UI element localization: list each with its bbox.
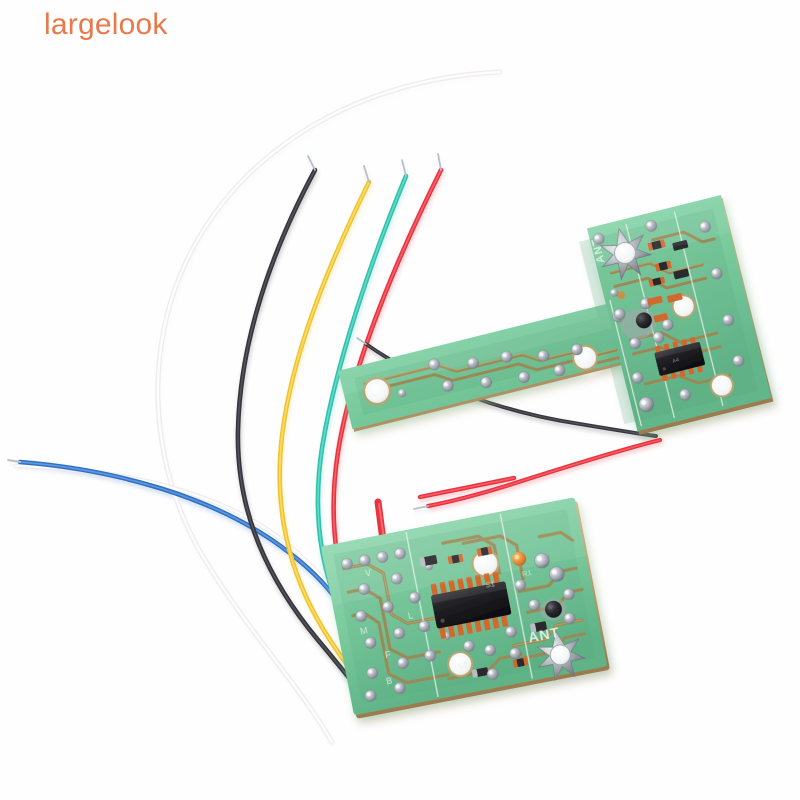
svg-text:L: L bbox=[407, 610, 414, 621]
wire-red-loose bbox=[417, 475, 517, 500]
receiver-antenna-star-pad bbox=[536, 630, 587, 682]
largelook-watermark: largelook bbox=[44, 8, 168, 41]
transmitter-rf-section bbox=[612, 296, 666, 351]
wire-black-tinned-tip bbox=[307, 155, 316, 171]
transmitter-ic-chip: A4 bbox=[654, 336, 706, 382]
receiver-ic-chip bbox=[430, 571, 512, 640]
transmitter-block-pads bbox=[591, 218, 746, 414]
wire-blue-tinned-tip bbox=[7, 459, 21, 463]
receiver-ic-pads bbox=[430, 571, 509, 640]
receiver-board-sheen bbox=[321, 497, 586, 606]
svg-text:M: M bbox=[359, 625, 368, 636]
transmitter-crystal-oscillator bbox=[635, 312, 652, 329]
wire-red-tinned-tip bbox=[437, 153, 442, 171]
svg-text:S1: S1 bbox=[485, 579, 496, 590]
svg-text:B: B bbox=[385, 675, 393, 686]
receiver-crystal-oscillator bbox=[540, 598, 567, 621]
receiver-misc-silkscreen: R1 S1 C5 bbox=[458, 568, 533, 671]
wire-transmitter-power-red bbox=[413, 437, 663, 510]
svg-text:C5: C5 bbox=[458, 660, 469, 671]
transmitter-board-sheen bbox=[338, 195, 731, 396]
wire-bundle bbox=[7, 69, 503, 745]
receiver-board: V M F B L bbox=[321, 497, 610, 719]
wire-yellow-tinned-tip bbox=[363, 165, 370, 183]
transmitter-board: ANT bbox=[338, 195, 774, 435]
svg-text:F: F bbox=[384, 649, 392, 660]
receiver-ant-silkscreen: ANT bbox=[527, 624, 561, 646]
wire-teal-tinned-tip bbox=[401, 159, 407, 177]
wire-transmitter-antenna-tinned-tip bbox=[356, 337, 367, 345]
wire-transmitter-power-tinned-tip bbox=[413, 505, 429, 510]
svg-text:A4: A4 bbox=[672, 356, 681, 365]
svg-text:R1: R1 bbox=[521, 568, 532, 579]
